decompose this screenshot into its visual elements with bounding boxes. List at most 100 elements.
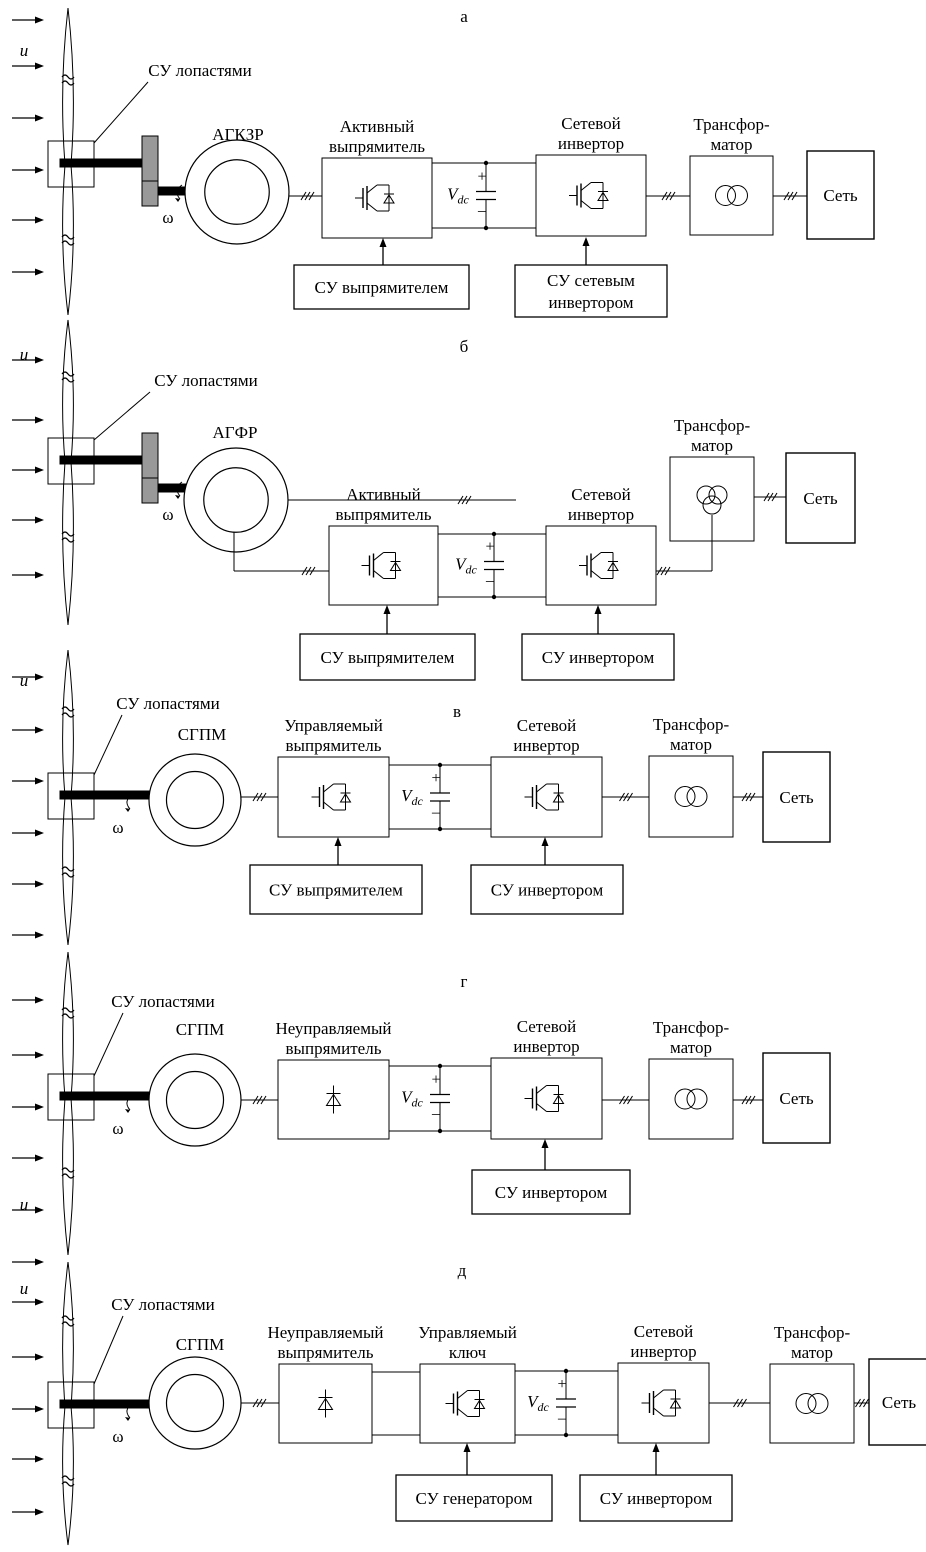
wind-arrow-head (35, 62, 44, 70)
omega-label: ω (112, 1427, 123, 1446)
control-box-ctrl2 (579, 1474, 733, 1522)
winding (686, 1088, 708, 1110)
leader-line (93, 1315, 124, 1385)
three-phase-mark (741, 1095, 748, 1105)
diode-triangle (597, 191, 609, 201)
wire (590, 570, 602, 579)
wind-arrow-head (35, 1258, 44, 1266)
wind-arrow-head (35, 726, 44, 734)
wind-speed-label: u (20, 1279, 29, 1298)
igbt-symbol (579, 552, 619, 579)
three-phase-mark (309, 566, 316, 576)
three-phase-mark (252, 1398, 259, 1408)
break-mark (61, 74, 75, 80)
wind-arrow-head (35, 777, 44, 785)
minus-sign: – (431, 804, 441, 821)
junction-dot (483, 225, 489, 231)
converter-1-label: выпрямитель (278, 1343, 374, 1362)
transformer-label: Трансфор- (774, 1323, 851, 1342)
control-box-ctrl1 (249, 864, 423, 915)
winding (686, 786, 708, 807)
winding (674, 1088, 696, 1110)
wire (536, 1085, 547, 1094)
grid-label: Сеть (779, 788, 814, 807)
panel-letter: а (460, 7, 468, 26)
omega-label: ω (112, 1119, 123, 1138)
transformer-label: матор (670, 735, 712, 754)
wind-arrows: u (12, 345, 44, 579)
converter-2-label: Сетевой (517, 1017, 577, 1036)
junction-dot (437, 1128, 443, 1134)
wind-arrow-head (35, 829, 44, 837)
wind-arrow-head (35, 1405, 44, 1413)
low-speed-shaft (59, 158, 143, 168)
converter-2-box (490, 756, 603, 838)
control-arrow-head (652, 1443, 660, 1452)
three-phase-mark (771, 492, 778, 502)
wind-arrows: u (12, 996, 44, 1266)
winding (807, 1393, 829, 1414)
wire (457, 1390, 468, 1399)
three-phase-mark (749, 792, 756, 802)
converter-2-box (617, 1362, 710, 1444)
converter-1-label: Активный (346, 485, 420, 504)
igbt-symbol (569, 182, 609, 209)
wind-arrows: u (12, 671, 44, 939)
three-phase-mark (623, 1095, 629, 1105)
wind-arrow-head (35, 673, 44, 681)
converter-2-box (545, 525, 657, 606)
leader-line (93, 714, 123, 776)
wind-arrow-head (35, 1154, 44, 1162)
control-label: СУ выпрямителем (321, 648, 455, 667)
grid-box (806, 150, 875, 240)
rotation-arrow-head (175, 495, 180, 499)
break-mark (61, 234, 75, 240)
three-phase-mark (767, 492, 774, 502)
generator-rotor (203, 467, 269, 533)
three-phase-mark (733, 1398, 739, 1408)
converter-2-label: инвертор (513, 736, 579, 755)
three-phase-mark (252, 792, 259, 802)
generator-label: АГКЗР (212, 125, 263, 144)
break-mark (61, 712, 75, 718)
low-speed-shaft (59, 455, 143, 465)
break-mark (61, 1013, 75, 1019)
diode-triangle (552, 793, 565, 803)
wind-arrow-head (35, 931, 44, 939)
break-mark (61, 872, 75, 878)
wind-arrow-head (35, 1206, 44, 1214)
dc-link-capacitor: +–Vdc (447, 160, 496, 231)
three-phase-mark (252, 1095, 259, 1105)
break-mark (61, 537, 75, 543)
blade-outline (62, 951, 69, 1256)
vdc-label: Vdc (455, 555, 477, 577)
break-mark (61, 371, 75, 377)
wind-arrow-head (35, 1455, 44, 1463)
control-label: СУ инвертором (495, 1183, 608, 1202)
control-label: СУ выпрямителем (269, 881, 403, 900)
converter-1-label: выпрямитель (286, 1039, 382, 1058)
three-phase-mark (745, 1095, 752, 1105)
wind-arrow-head (35, 356, 44, 364)
wind-speed-label: u (20, 41, 29, 60)
control-label: СУ инвертором (542, 648, 655, 667)
three-phase-mark (260, 792, 267, 802)
converter-1-label: Неуправляемый (268, 1323, 384, 1342)
grid-box (868, 1358, 926, 1446)
wire (373, 570, 384, 579)
wind-speed-label: u (20, 671, 29, 690)
wind-arrow-head (35, 571, 44, 579)
wind-arrow-head (35, 1508, 44, 1516)
panel-letter: в (453, 702, 461, 721)
three-phase-mark (859, 1398, 865, 1408)
omega-label: ω (162, 505, 173, 524)
break-mark (61, 1315, 75, 1321)
three-phase-mark (461, 495, 468, 505)
control-box-ctrl1 (293, 264, 470, 310)
three-phase-mark (783, 191, 790, 201)
minus-sign: – (557, 1410, 567, 1427)
converter-1-box (328, 525, 439, 606)
grid-box (762, 751, 831, 843)
